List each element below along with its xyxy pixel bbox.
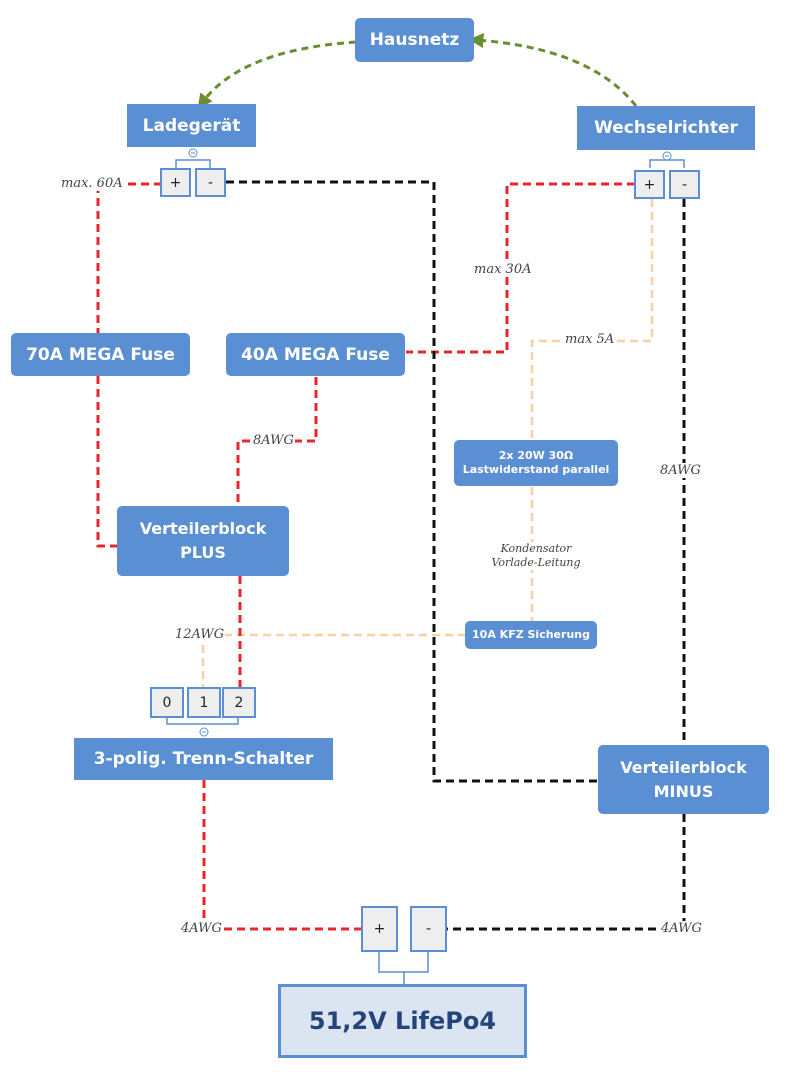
positive-wire-fuse40-to-block [236, 377, 318, 507]
precharge-wire-inverter [530, 199, 654, 440]
battery-plus-terminal: + [361, 906, 398, 952]
battery-minus-terminal: - [410, 906, 447, 952]
positive-wire-fuse70-to-block [96, 376, 118, 548]
ladegeraet-label: Ladegerät [142, 115, 241, 136]
lastwiderstand-line1: 2x 20W 30Ω [498, 449, 574, 462]
ac-arrow-from-wechselrichter [468, 33, 638, 107]
label-kondensator: Kondensator Vorlade-Leitung [487, 542, 585, 570]
label-max-5a: max 5A [564, 332, 616, 347]
fuse-40a-box: 40A MEGA Fuse [226, 333, 405, 376]
negative-wire-block-to-battery [446, 814, 686, 931]
wechselrichter-box: Wechselrichter [577, 106, 755, 150]
ladegeraet-minus-terminal: - [195, 168, 226, 197]
label-12awg: 12AWG [174, 627, 226, 642]
ac-arrow-to-ladegeraet [197, 40, 357, 110]
kfz-sicherung-label: 10A KFZ Sicherung [472, 628, 590, 641]
ladegeraet-plus-terminal: + [160, 168, 191, 197]
label-8awg-left: 8AWG [252, 433, 295, 448]
switch-position-2: 2 [222, 687, 256, 718]
label-kondensator-line1: Kondensator [500, 542, 572, 555]
wechselrichter-plus-terminal: + [634, 170, 665, 199]
label-max-60a: max. 60A [60, 176, 124, 191]
fuse-70a-box: 70A MEGA Fuse [11, 333, 190, 376]
wechselrichter-label: Wechselrichter [594, 118, 738, 138]
trennschalter-label: 3-polig. Trenn-Schalter [93, 749, 314, 769]
trennschalter-box: 3-polig. Trenn-Schalter [74, 738, 333, 780]
verteilerblock-plus-line1: Verteilerblock [139, 519, 267, 538]
battery-box: 51,2V LifePo4 [278, 984, 527, 1058]
verteilerblock-minus-line2: MINUS [653, 781, 714, 801]
hausnetz-box: Hausnetz [355, 18, 474, 62]
kfz-sicherung-box: 10A KFZ Sicherung [465, 621, 597, 649]
precharge-wire-switch [201, 633, 466, 687]
fuse-40a-label: 40A MEGA Fuse [241, 344, 390, 365]
wechselrichter-minus-terminal: - [669, 170, 700, 199]
verteilerblock-minus-box: Verteilerblock MINUS [598, 745, 769, 814]
verteilerblock-minus-line1: Verteilerblock [620, 757, 747, 777]
negative-wire-charger [226, 180, 598, 783]
verteilerblock-plus-line2: PLUS [180, 543, 226, 562]
lastwiderstand-box: 2x 20W 30Ω Lastwiderstand parallel [454, 440, 618, 486]
battery-label: 51,2V LifePo4 [308, 1007, 497, 1035]
hausnetz-label: Hausnetz [369, 30, 460, 50]
label-4awg-right: 4AWG [660, 921, 703, 936]
positive-wire-charger [96, 182, 162, 336]
switch-position-0: 0 [150, 687, 184, 718]
label-8awg-right: 8AWG [659, 463, 702, 478]
positive-wire-switch-to-battery [202, 780, 362, 931]
lastwiderstand-line2: Lastwiderstand parallel [462, 463, 610, 476]
label-kondensator-line2: Vorlade-Leitung [491, 556, 581, 569]
label-max-30a: max 30A [473, 262, 533, 277]
verteilerblock-plus-box: Verteilerblock PLUS [117, 506, 289, 576]
fuse-70a-label: 70A MEGA Fuse [26, 344, 175, 365]
switch-position-1: 1 [187, 687, 221, 718]
label-4awg-left: 4AWG [180, 921, 223, 936]
ladegeraet-box: Ladegerät [127, 104, 256, 147]
